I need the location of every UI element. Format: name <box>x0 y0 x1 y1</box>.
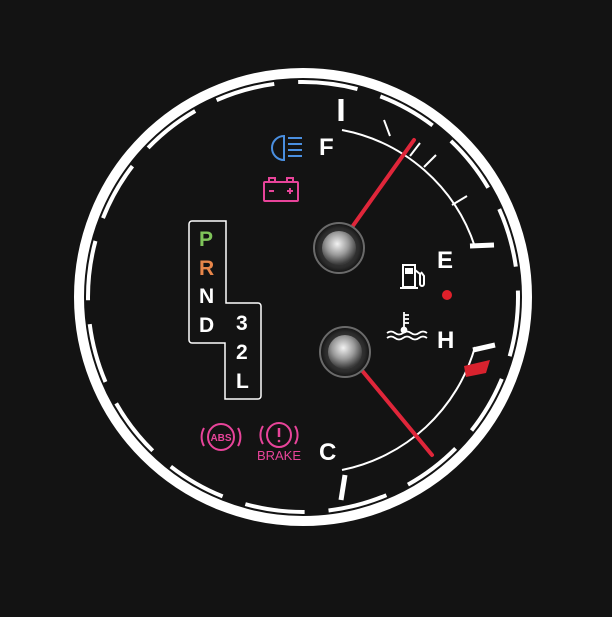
outer-bezel <box>74 68 532 526</box>
brake-exclamation-dot <box>277 439 281 443</box>
abs-bracket-right <box>237 427 242 447</box>
fuel-pump-hose <box>414 269 425 287</box>
temperature-knob-cap <box>328 335 362 369</box>
fuel-pump-window <box>405 268 413 274</box>
bezel-ring <box>74 68 532 526</box>
fuel-tick <box>383 119 391 137</box>
battery-terminal <box>286 177 294 183</box>
bezel-inner-segments <box>86 80 520 514</box>
temperature-cold-label: C <box>319 439 337 466</box>
fuel-full-label: F <box>319 134 334 161</box>
brake-bracket-right <box>294 425 299 445</box>
fuel-arc <box>341 129 476 248</box>
abs-warning-icon: ABS <box>200 423 242 451</box>
temperature-needle <box>348 354 434 457</box>
coolant-wave <box>386 335 428 341</box>
temperature-danger-mark <box>464 360 490 377</box>
gear-3: 3 <box>236 312 248 335</box>
brake-bracket-left <box>259 425 264 445</box>
brake-ring <box>266 422 292 448</box>
gear-l: L <box>236 370 249 393</box>
gear-r: R <box>199 257 215 280</box>
temperature-hot-tick <box>472 342 496 353</box>
fuel-tick <box>409 142 421 157</box>
temperature-hot-label: H <box>437 327 455 354</box>
low-fuel-indicator <box>442 290 452 300</box>
abs-bracket-left <box>200 427 205 447</box>
gear-2: 2 <box>236 341 248 364</box>
gear-n: N <box>199 285 215 308</box>
fuel-pump-icon <box>400 264 425 289</box>
battery-icon <box>263 177 299 202</box>
gear-p: P <box>199 228 214 251</box>
abs-ring <box>207 423 235 451</box>
fuel-tick <box>423 154 437 168</box>
abs-label: ABS <box>210 433 231 444</box>
headlight-icon <box>271 134 302 162</box>
battery-body <box>263 181 299 202</box>
gear-d: D <box>199 314 215 337</box>
brake-label: BRAKE <box>256 448 302 463</box>
fuel-scale <box>338 99 495 249</box>
headlight-lamp <box>271 134 285 162</box>
brake-warning-icon <box>259 422 299 448</box>
fuel-knob <box>313 222 365 274</box>
coolant-wave <box>386 330 428 336</box>
temperature-scale <box>338 342 496 501</box>
coolant-temperature-icon <box>386 312 428 341</box>
fuel-empty-tick <box>469 242 495 249</box>
gear-selector-outline <box>188 220 262 400</box>
fuel-knob-cap <box>322 231 356 265</box>
battery-terminal <box>268 177 276 183</box>
temperature-cold-tick <box>338 474 348 501</box>
temperature-knob <box>319 326 371 378</box>
fuel-tick <box>451 195 468 206</box>
fuel-empty-label: E <box>437 247 454 274</box>
